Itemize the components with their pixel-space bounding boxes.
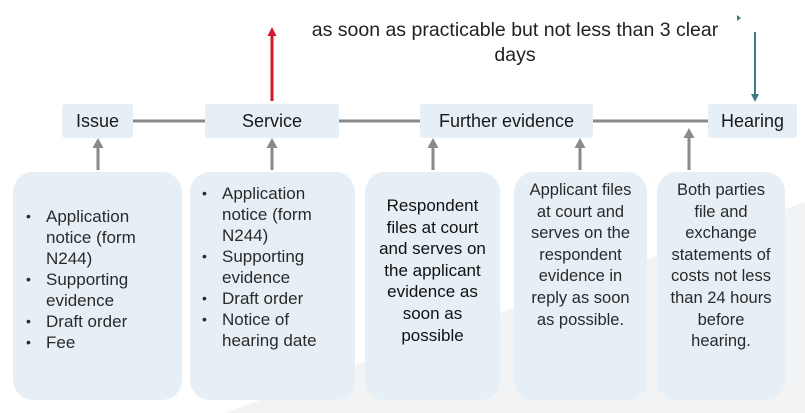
issue-document-list: Application notice (form N244) Supportin… xyxy=(20,206,174,353)
stage-further-evidence: Further evidence xyxy=(420,104,593,138)
stage-label: Hearing xyxy=(720,110,785,131)
list-item: Supporting evidence xyxy=(196,246,345,288)
timing-note-line-1: as soon as practicable but not less than… xyxy=(311,19,719,41)
stage-hearing: Hearing xyxy=(708,104,797,138)
applicant-reply-text: Applicant files at court and serves on t… xyxy=(529,181,632,329)
red-arrowhead xyxy=(267,27,277,36)
list-item: Application notice (form N244) xyxy=(196,183,345,246)
card-respondent-evidence: Respondent files at court and serves on … xyxy=(365,172,500,400)
list-item: Fee xyxy=(20,332,174,353)
card-service-documents: Application notice (form N244) Supportin… xyxy=(190,172,355,400)
stage-label: Further evidence xyxy=(438,110,575,131)
list-item: Notice of hearing date xyxy=(196,309,345,351)
costs-statements-text: Both parties file and exchange statement… xyxy=(670,181,772,351)
list-item: Supporting evidence xyxy=(20,269,174,311)
card-costs-statements: Both parties file and exchange statement… xyxy=(657,172,785,400)
teal-arrowhead xyxy=(751,94,759,102)
card-arrows xyxy=(92,128,695,170)
respondent-evidence-text: Respondent files at court and serves on … xyxy=(379,196,486,345)
stage-service: Service xyxy=(205,104,339,138)
stage-label: Issue xyxy=(75,110,120,131)
teal-tail-mark xyxy=(737,15,741,21)
list-item: Draft order xyxy=(196,288,345,309)
service-document-list: Application notice (form N244) Supportin… xyxy=(196,183,345,351)
stage-issue: Issue xyxy=(62,104,133,138)
stage-label: Service xyxy=(241,110,303,131)
list-item: Application notice (form N244) xyxy=(20,206,174,269)
timing-note-line-2: days xyxy=(494,44,536,66)
list-item: Draft order xyxy=(20,311,174,332)
card-applicant-reply: Applicant files at court and serves on t… xyxy=(514,172,647,400)
timing-note: as soon as practicable but not less than… xyxy=(276,18,754,68)
card-issue-documents: Application notice (form N244) Supportin… xyxy=(13,172,182,400)
